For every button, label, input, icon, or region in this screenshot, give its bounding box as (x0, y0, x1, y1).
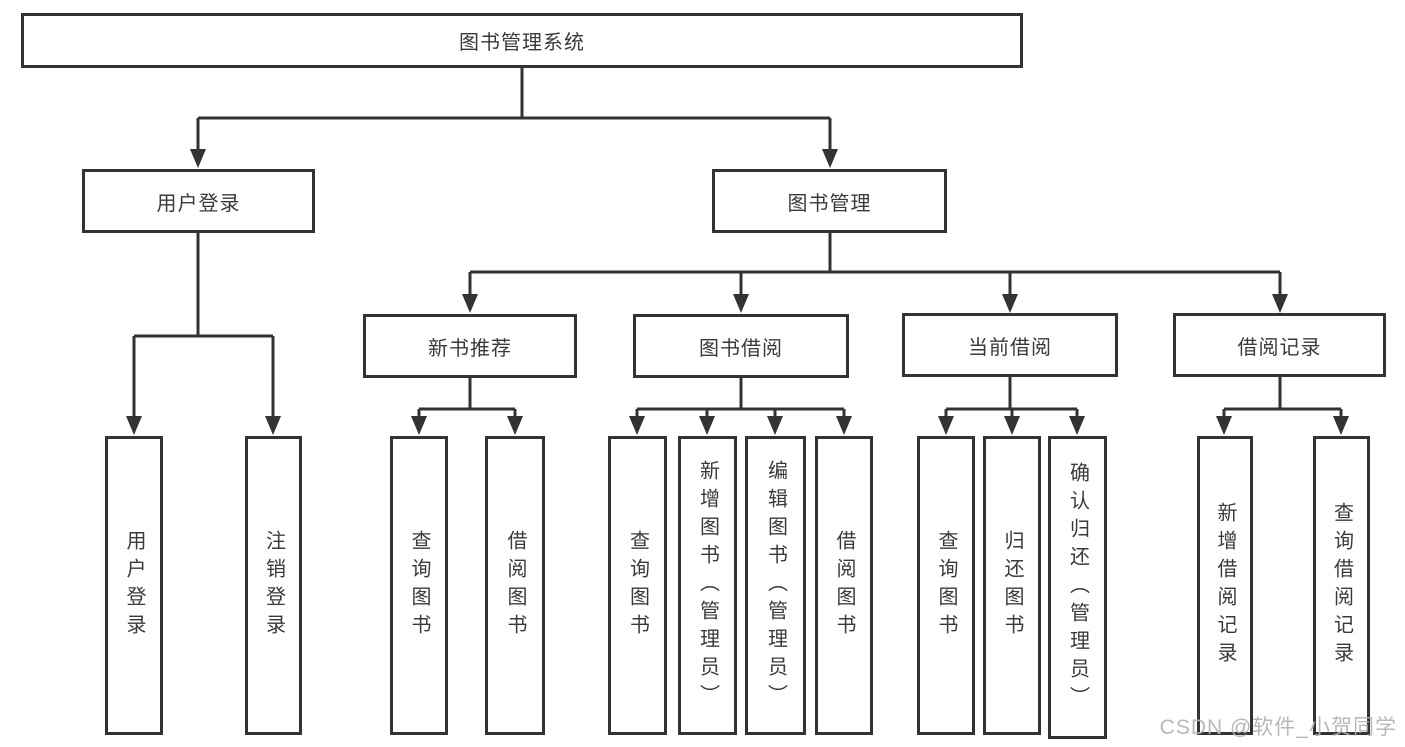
node-book-borrowing-label: 图书借阅 (699, 337, 783, 360)
leaf-add-book-admin-label: 新增图书（管理员） (696, 459, 719, 712)
leaf-query-books-2-label: 查询图书 (626, 529, 649, 642)
leaf-borrow-books-2: 借阅图书 (815, 436, 873, 735)
leaf-return-book: 归还图书 (983, 436, 1041, 735)
node-library-system: 图书管理系统 (21, 13, 1023, 68)
node-current-borrowing-label: 当前借阅 (968, 336, 1052, 359)
node-user-login: 用户登录 (82, 169, 315, 233)
leaf-query-borrow-record: 查询借阅记录 (1313, 436, 1370, 735)
leaf-edit-book-admin: 编辑图书（管理员） (745, 436, 806, 735)
node-new-book-recommend: 新书推荐 (363, 314, 577, 378)
leaf-logout-label: 注销登录 (262, 529, 285, 642)
leaf-confirm-return-admin-label: 确认归还（管理员） (1066, 461, 1089, 714)
leaf-query-books-1-label: 查询图书 (408, 529, 430, 642)
node-borrowing-records-label: 借阅记录 (1237, 336, 1322, 359)
node-user-login-label: 用户登录 (156, 192, 241, 215)
leaf-user-login: 用户登录 (105, 436, 163, 735)
leaf-borrow-books-2-label: 借阅图书 (833, 529, 855, 642)
node-book-management: 图书管理 (712, 169, 947, 233)
csdn-watermark: CSDN @软件_小贺同学 (1159, 716, 1397, 739)
leaf-query-books-3-label: 查询图书 (935, 529, 957, 642)
leaf-query-borrow-record-label: 查询借阅记录 (1330, 501, 1353, 670)
leaf-add-book-admin: 新增图书（管理员） (678, 436, 737, 735)
leaf-borrow-books-1: 借阅图书 (485, 436, 545, 735)
leaf-edit-book-admin-label: 编辑图书（管理员） (764, 459, 787, 712)
leaf-add-borrow-record-label: 新增借阅记录 (1214, 501, 1236, 670)
leaf-query-books-2: 查询图书 (608, 436, 667, 735)
node-borrowing-records: 借阅记录 (1173, 313, 1386, 377)
leaf-borrow-books-1-label: 借阅图书 (504, 529, 526, 642)
leaf-return-book-label: 归还图书 (1001, 529, 1023, 642)
node-book-management-label: 图书管理 (787, 192, 872, 215)
leaf-user-login-label: 用户登录 (123, 529, 145, 642)
leaf-add-borrow-record: 新增借阅记录 (1197, 436, 1253, 735)
node-current-borrowing: 当前借阅 (902, 313, 1118, 377)
node-library-system-label: 图书管理系统 (459, 32, 585, 54)
node-new-book-recommend-label: 新书推荐 (428, 337, 512, 360)
node-book-borrowing: 图书借阅 (633, 314, 849, 378)
leaf-logout: 注销登录 (245, 436, 302, 735)
leaf-query-books-3: 查询图书 (917, 436, 975, 735)
leaf-confirm-return-admin: 确认归还（管理员） (1048, 436, 1107, 739)
leaf-query-books-1: 查询图书 (390, 436, 448, 735)
